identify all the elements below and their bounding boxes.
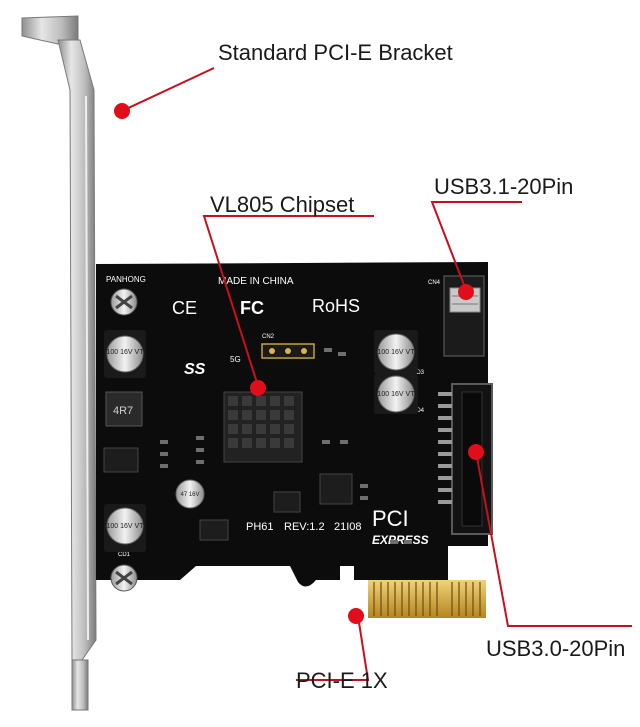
usb30-header bbox=[438, 383, 493, 535]
screw-icon bbox=[110, 564, 138, 592]
pcie-gold-fingers bbox=[368, 580, 486, 618]
made-in-silkscreen: MADE IN CHINA bbox=[218, 276, 294, 287]
express-logo: EXPRESS bbox=[372, 533, 429, 547]
callout-usb31 bbox=[430, 201, 522, 300]
cd4-label: CD4 bbox=[412, 408, 425, 414]
capacitor: 100 16V VT bbox=[374, 374, 418, 414]
ic-chip bbox=[199, 519, 229, 541]
capacitor: 47 16V bbox=[175, 479, 205, 509]
fc-mark: FC bbox=[240, 298, 264, 318]
callout-label-usb30: USB3.0-20Pin bbox=[486, 636, 626, 661]
revision-silkscreen: REV:1.2 bbox=[284, 521, 325, 533]
superspeed-logo: SS bbox=[184, 361, 206, 378]
callout-label-bracket: Standard PCI-E Bracket bbox=[218, 40, 453, 65]
conn-label-cn4: CN4 bbox=[428, 280, 441, 286]
superspeed-sub: 5G bbox=[230, 355, 241, 364]
capacitor-label: 100 16V VT bbox=[378, 391, 416, 398]
vl805-heatsink bbox=[223, 391, 303, 463]
callout-label-usb31: USB3.1-20Pin bbox=[434, 174, 574, 199]
capacitor-label: 47 16V bbox=[180, 492, 199, 498]
callout-label-pcie: PCI-E 1X bbox=[296, 668, 388, 693]
capacitor-label: 100 16V VT bbox=[378, 349, 416, 356]
conn-label-cn2: CN2 bbox=[262, 334, 275, 340]
capacitor: 100 16V VT bbox=[104, 504, 146, 552]
ce-mark: CE bbox=[172, 298, 197, 318]
callout-pcie bbox=[296, 608, 370, 681]
pci-logo: PCI bbox=[372, 506, 409, 531]
ic-chip bbox=[273, 491, 301, 513]
pin-header bbox=[261, 343, 315, 359]
callout-usb30 bbox=[468, 444, 632, 627]
screw-icon bbox=[110, 288, 138, 316]
callout-bracket bbox=[114, 67, 215, 119]
capacitor-label: 100 16V VT bbox=[107, 523, 145, 530]
pcie-bracket bbox=[21, 15, 97, 711]
smd-components bbox=[160, 348, 412, 544]
inductor-label: 4R7 bbox=[113, 405, 133, 417]
model-silkscreen: PH61 bbox=[246, 521, 274, 533]
capacitor: 100 16V VT bbox=[104, 330, 146, 378]
cd1-label: CD1 bbox=[118, 552, 131, 558]
datecode-silkscreen: 21I08 bbox=[334, 521, 362, 533]
capacitor-label: 100 16V VT bbox=[107, 349, 145, 356]
cd3-label: CD3 bbox=[412, 370, 425, 376]
rohs-mark: RoHS bbox=[312, 296, 360, 316]
capacitor: 100 16V VT bbox=[374, 330, 418, 374]
ic-chip bbox=[103, 447, 139, 473]
ic-chip bbox=[319, 473, 353, 505]
callout-label-chipset: VL805 Chipset bbox=[210, 192, 355, 217]
callout-chipset bbox=[202, 215, 374, 396]
brand-silkscreen: PANHONG bbox=[106, 275, 146, 284]
inductor: 4R7 bbox=[105, 391, 143, 427]
